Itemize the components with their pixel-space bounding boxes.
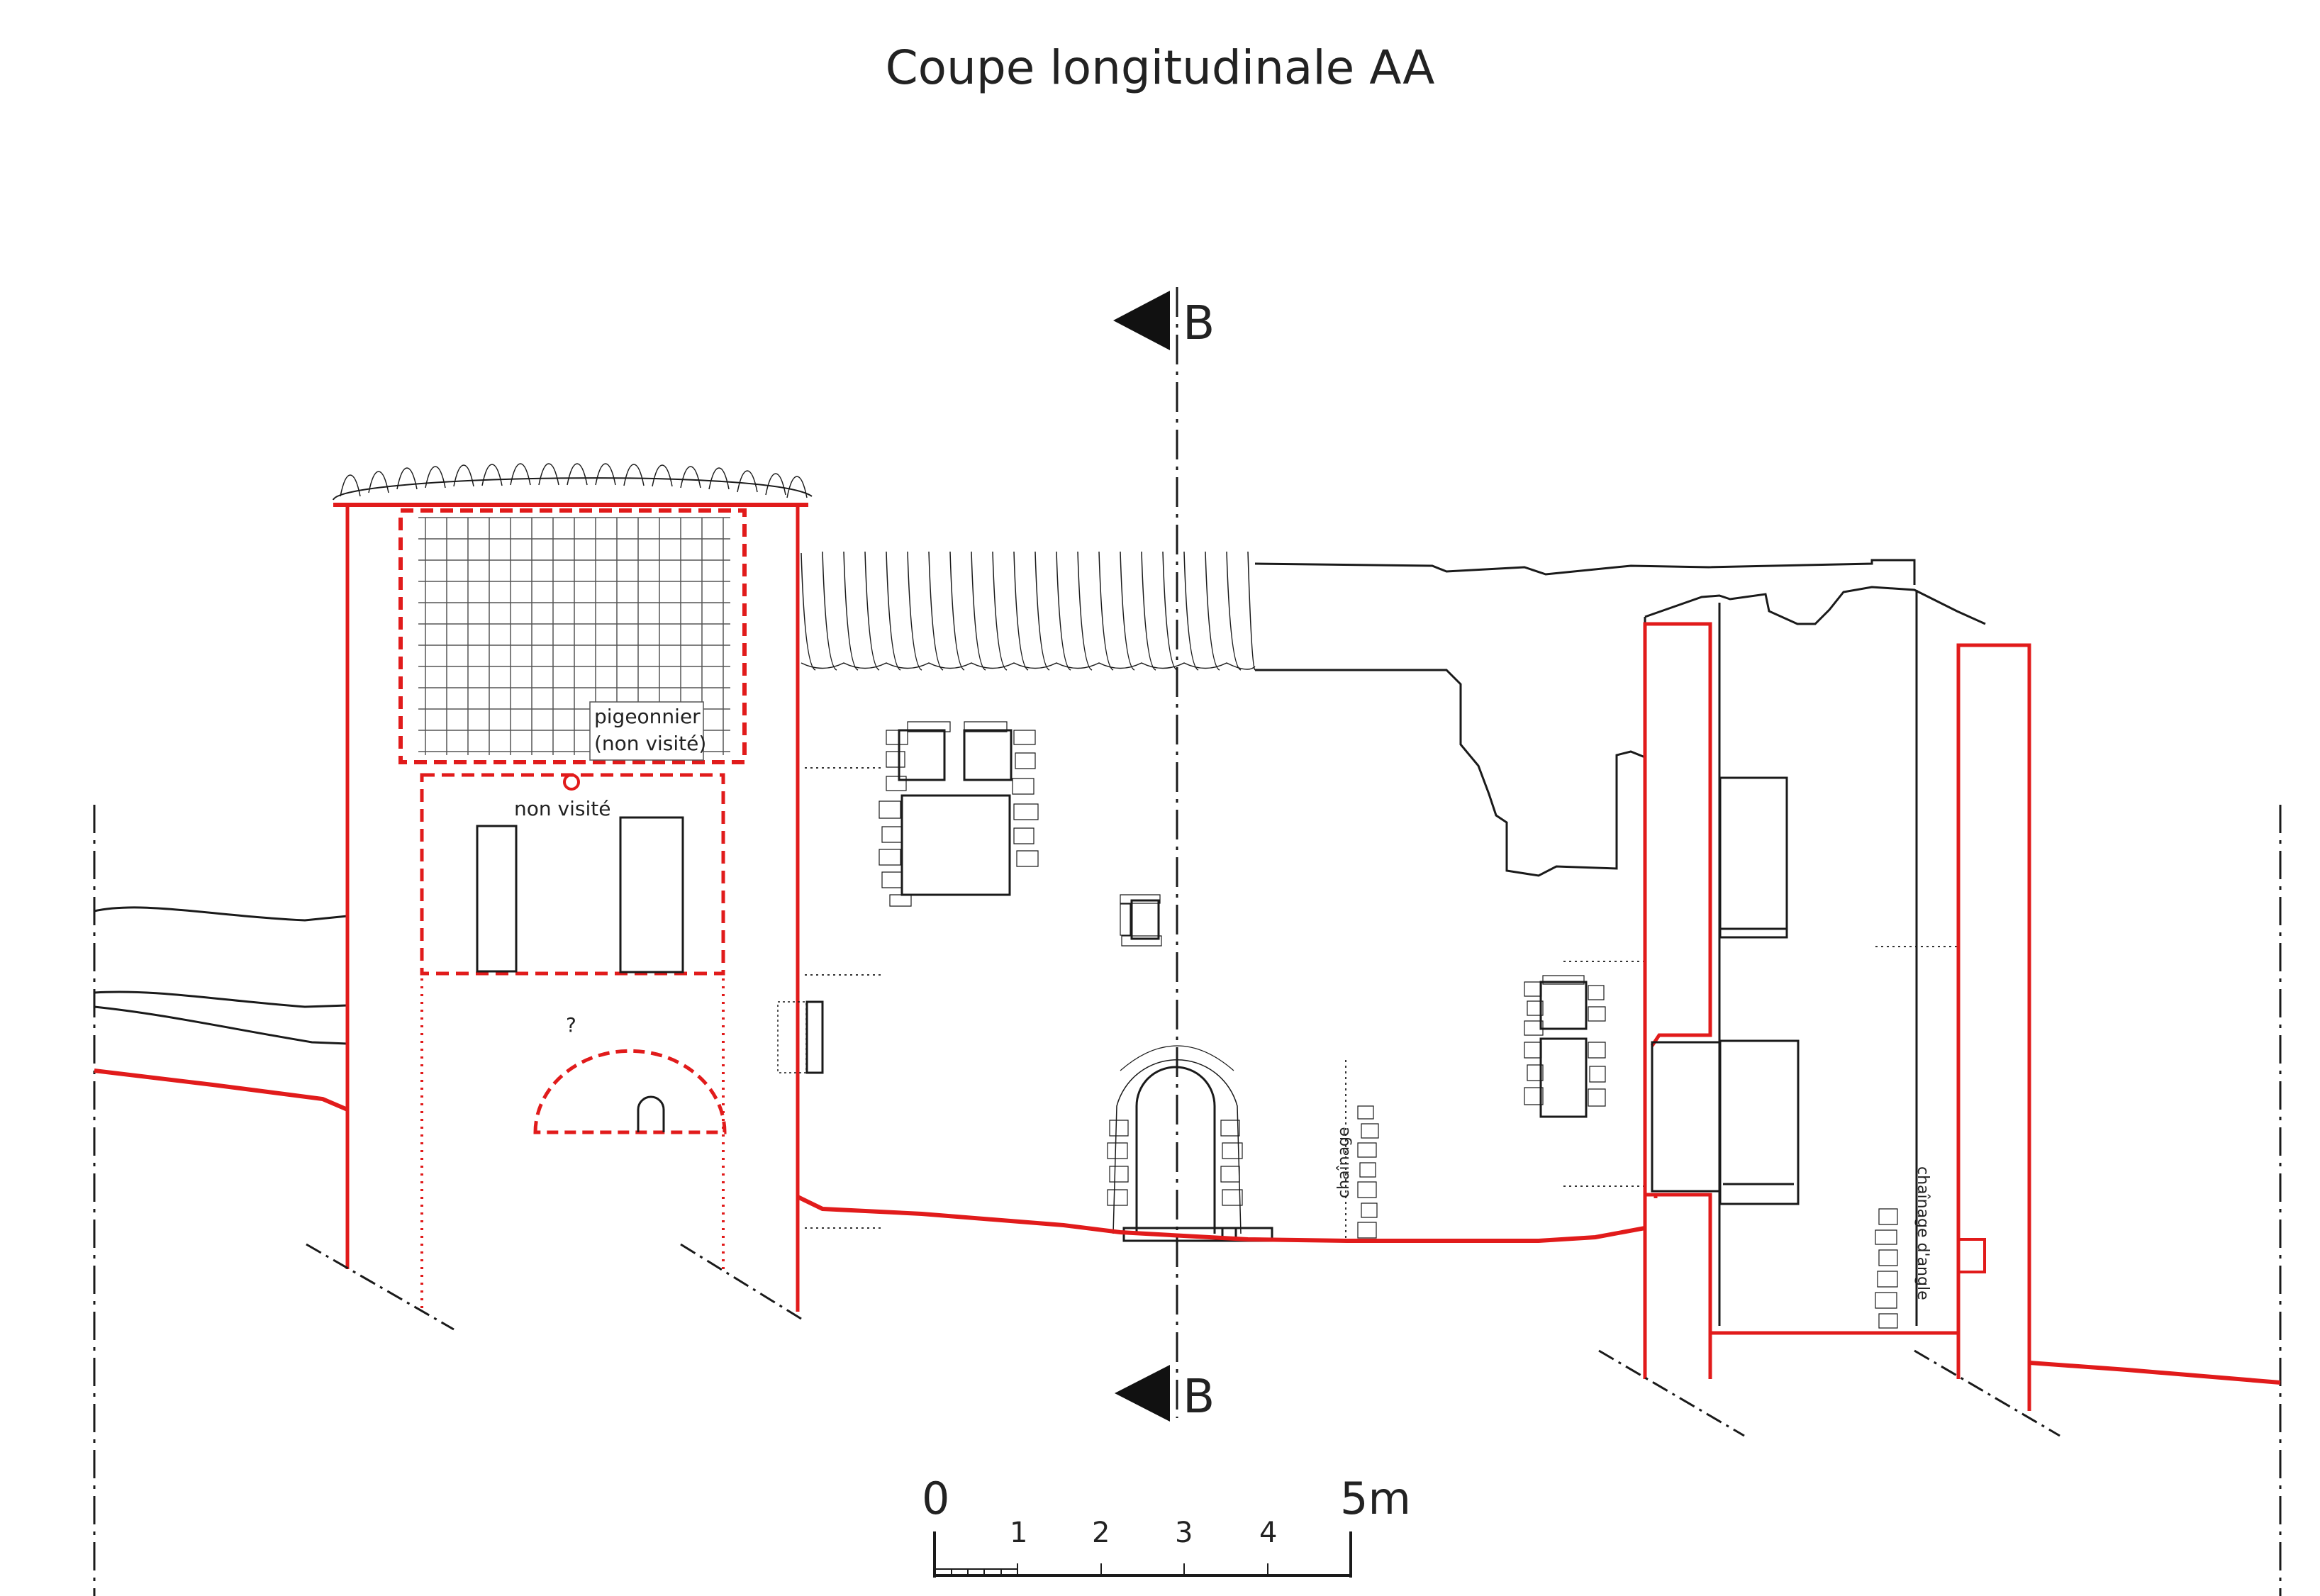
non-visite-label: non visité <box>514 797 610 820</box>
scale-tick-label: 3 <box>1175 1517 1193 1549</box>
drawing-limits <box>93 805 2282 1596</box>
section-letter-bottom: B <box>1183 1369 1215 1424</box>
pigeonnier-label-line1: pigeonnier <box>594 705 701 728</box>
chainage-angle-label: chaînage d'angle <box>1914 1166 1931 1300</box>
section-arrow-top-icon <box>1113 291 1170 350</box>
scale-bar: 0 5m 1 2 3 4 <box>922 1473 1411 1578</box>
section-arrow-bottom-icon <box>1115 1365 1170 1422</box>
background-terrain <box>94 906 348 1045</box>
drawing-title: Coupe longitudinale AA <box>886 40 1435 95</box>
scale-tick-label: 1 <box>1010 1517 1027 1549</box>
scale-tick-label: 2 <box>1092 1517 1110 1549</box>
left-tower: pigeonnier (non visité) non visité ? <box>306 463 813 1331</box>
chainage-label: chaînage <box>1335 1127 1353 1198</box>
scale-end-label: 5m <box>1340 1473 1411 1524</box>
right-tower: chaînage d'angle <box>1598 590 2060 1437</box>
pigeonnier-label-line2: (non visité) <box>594 732 706 755</box>
terrain-center <box>796 1195 1646 1243</box>
stone-masonry <box>879 721 1898 1329</box>
terrain-right <box>2029 1361 2281 1385</box>
section-axis-b: B B <box>1113 287 1215 1424</box>
unknown-mark: ? <box>566 1013 576 1037</box>
central-roof-tiles <box>801 551 1256 671</box>
section-letter-top: B <box>1183 296 1215 350</box>
tower-roof <box>333 477 813 501</box>
central-building: chaînage <box>777 551 1986 1329</box>
scale-start-label: 0 <box>922 1473 949 1524</box>
nest-grid <box>418 517 730 755</box>
scale-tick-label: 4 <box>1259 1517 1277 1549</box>
terrain-left <box>94 1068 349 1112</box>
